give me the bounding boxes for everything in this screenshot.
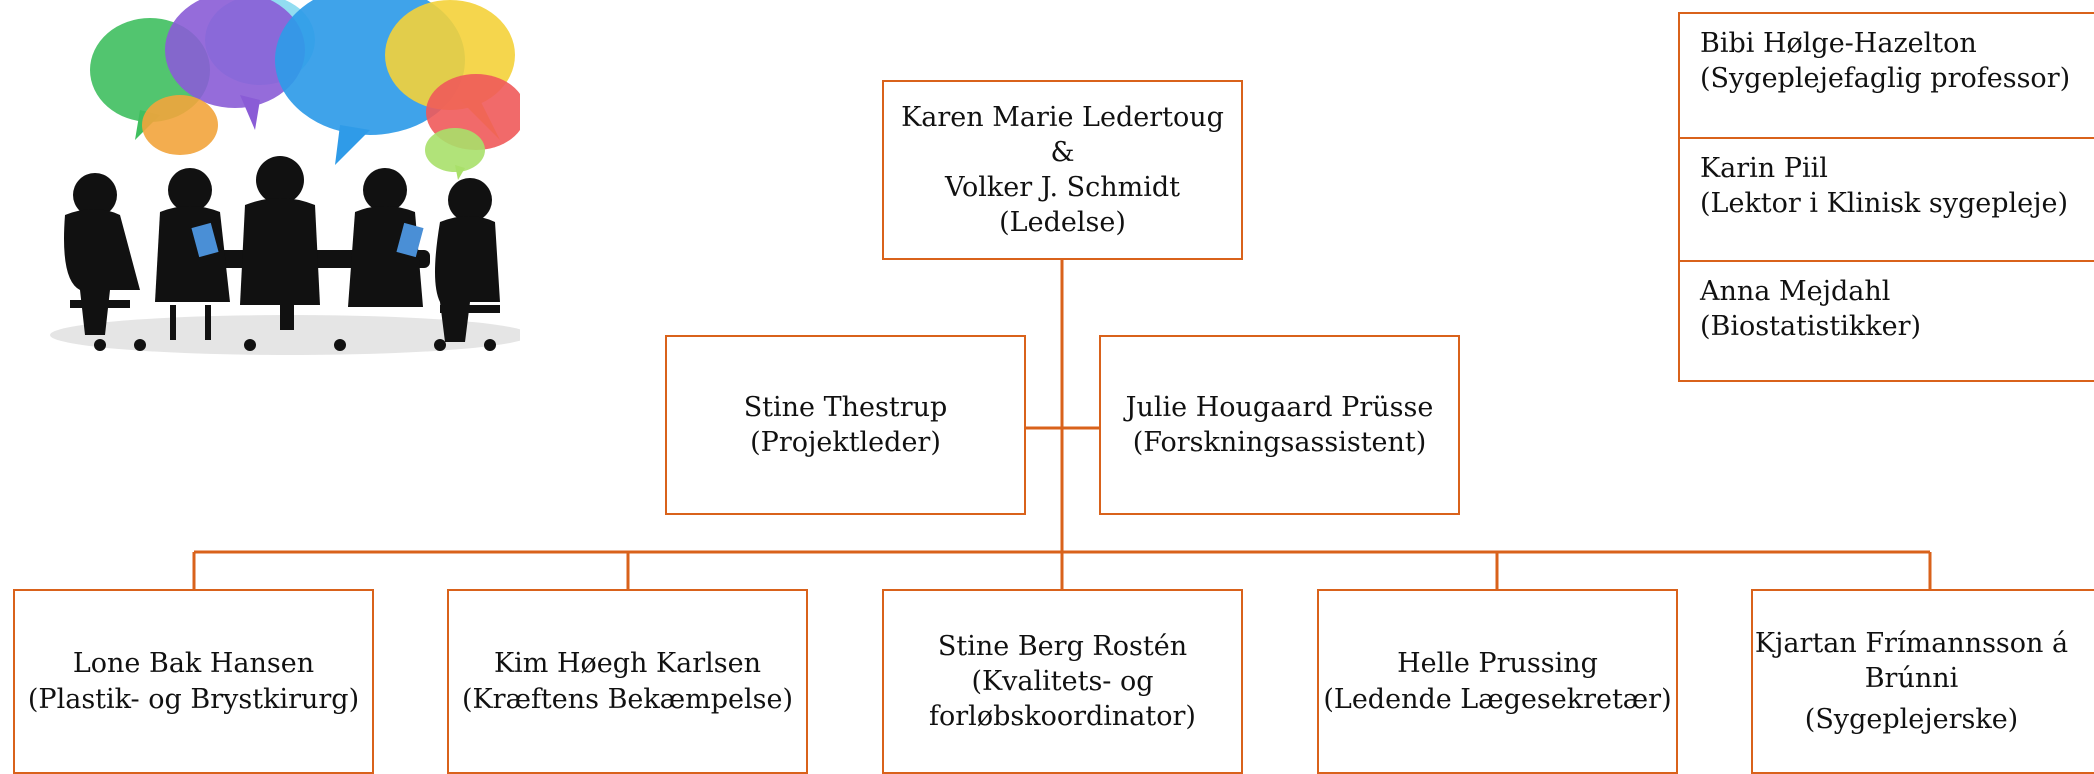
member-box-2: Kim Høegh Karlsen (Kræftens Bekæmpelse) [447,589,808,774]
member-role-line-1: (Kvalitets- og [971,665,1154,697]
ampersand: & [1050,136,1075,168]
advisor-role: (Biostatistikker) [1700,311,1922,343]
member-name-line-1: Kjartan Frímannsson á [1754,627,2069,659]
member-name: Stine Thestrup [743,391,948,423]
member-name: Lone Bak Hansen [72,648,315,680]
member-box-4: Helle Prussing (Ledende Lægesekretær) [1317,589,1678,774]
member-role: (Kræftens Bekæmpelse) [461,683,794,715]
member-name: Kim Høegh Karlsen [493,648,762,680]
member-role: (Ledende Lægesekretær) [1323,683,1672,715]
team-meeting-icon [50,0,520,355]
advisor-role: (Sygeplejefaglig professor) [1700,63,2071,95]
leader-name-2: Volker J. Schmidt [944,172,1180,203]
advisor-name: Karin Piil [1700,153,1828,184]
member-role: (Sygeplejerske) [1804,704,2019,736]
member-name-line-2: Brúnni [1864,662,1959,694]
member-role: (Forskningsassistent) [1132,427,1427,458]
leader-name-1: Karen Marie Ledertoug [901,101,1224,133]
advisor-item: Anna Mejdahl (Biostatistikker) [1680,260,2094,383]
advisor-name: Bibi Hølge-Hazelton [1700,28,1977,59]
advisor-item: Karin Piil (Lektor i Klinisk sygepleje) [1680,137,2094,260]
member-role-line-2: forløbskoordinator) [929,701,1196,733]
advisor-item: Bibi Hølge-Hazelton (Sygeplejefaglig pro… [1680,14,2094,137]
member-role: (Plastik- og Brystkirurg) [27,683,360,715]
project-leader-box: Stine Thestrup (Projektleder) [665,335,1026,515]
leader-role: (Ledelse) [999,207,1126,239]
member-name: Julie Hougaard Prüsse [1125,391,1434,423]
advisor-name: Anna Mejdahl [1700,276,1891,307]
advisor-role: (Lektor i Klinisk sygepleje) [1700,188,2069,220]
advisors-panel: Bibi Hølge-Hazelton (Sygeplejefaglig pro… [1678,12,2094,382]
member-role: (Projektleder) [750,427,941,458]
member-box-5: Kjartan Frímannsson á Brúnni (Sygeplejer… [1751,589,2094,774]
leadership-box: Karen Marie Ledertoug & Volker J. Schmid… [882,80,1243,260]
research-assistant-box: Julie Hougaard Prüsse (Forskningsassiste… [1099,335,1460,515]
member-name: Helle Prussing [1397,648,1598,680]
member-box-1: Lone Bak Hansen (Plastik- og Brystkirurg… [13,589,374,774]
member-box-3: Stine Berg Rostén (Kvalitets- og forløbs… [882,589,1243,774]
member-name: Stine Berg Rostén [937,630,1188,662]
